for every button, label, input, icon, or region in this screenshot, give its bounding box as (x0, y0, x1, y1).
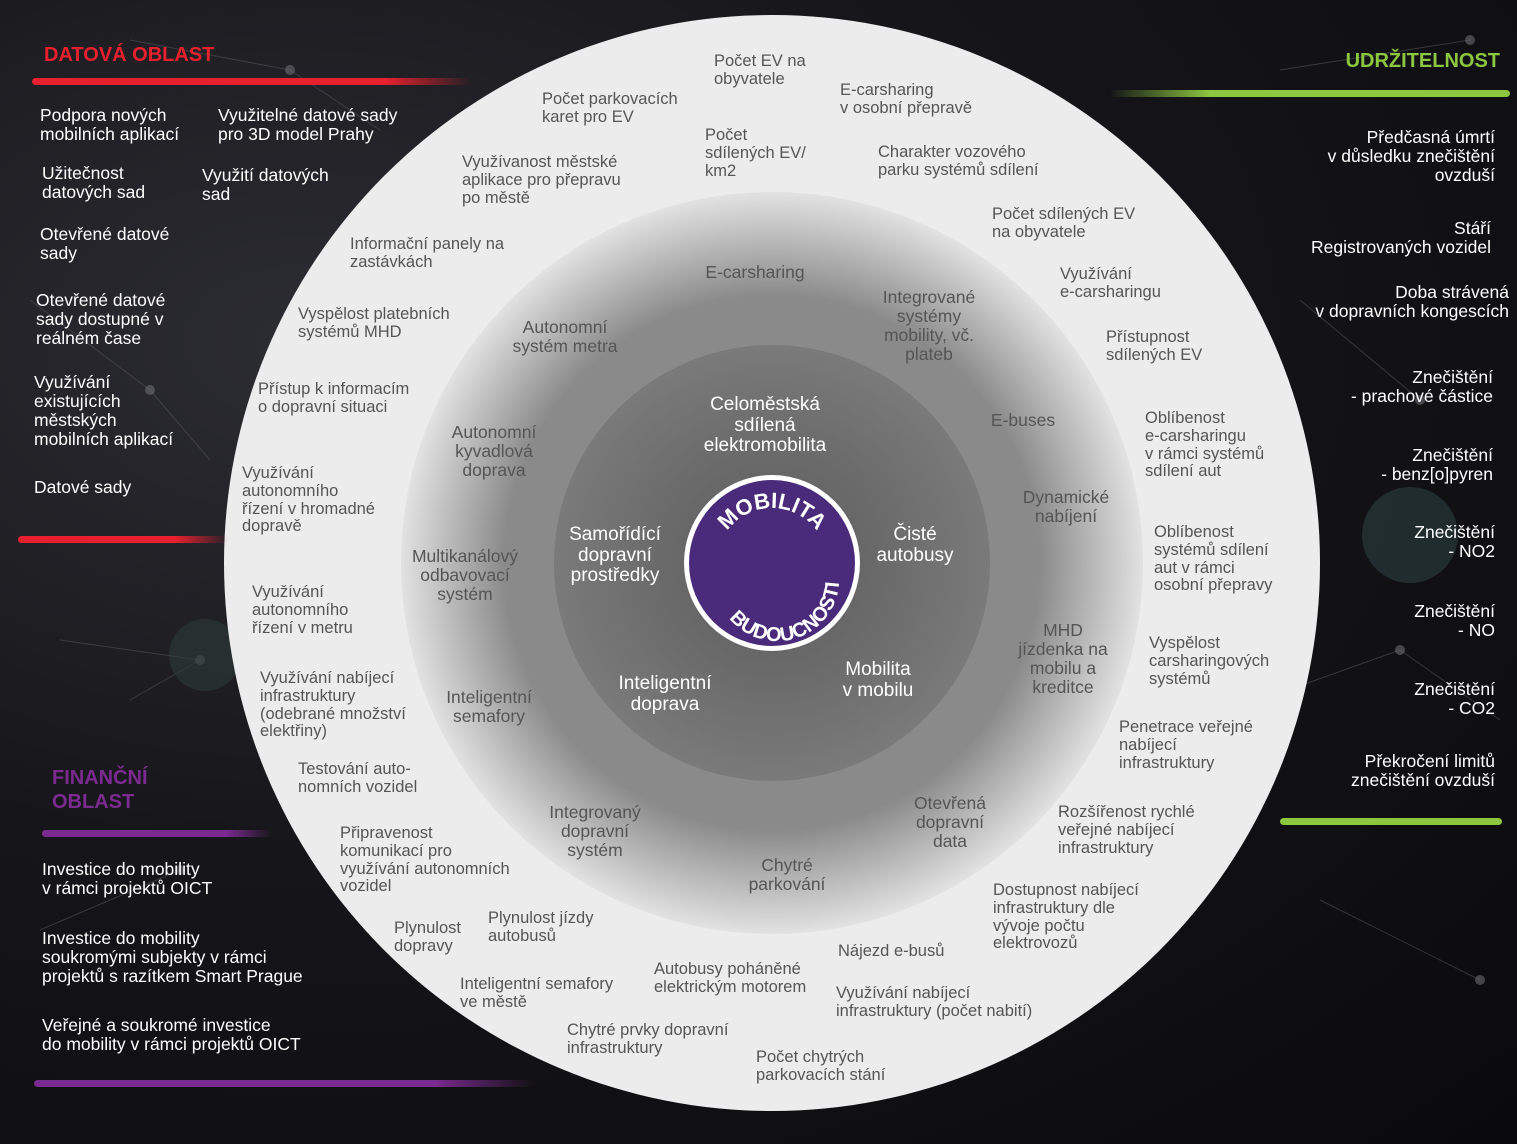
sustainability-item: Znečištění - NO2 (1414, 522, 1495, 561)
outer-ring-label: Využívání nabíjecí infrastruktury (počet… (836, 984, 1033, 1020)
data-area-item: Využitelné datové sady pro 3D model Prah… (218, 105, 398, 144)
outer-ring-label: Počet sdílených EV na obyvatele (992, 205, 1136, 241)
outer-ring-label: Připravenost komunikací pro využívání au… (340, 824, 510, 896)
outer-ring-label: Penetrace veřejné nabíjecí infrastruktur… (1119, 718, 1253, 772)
middle-ring-label: E-buses (990, 410, 1056, 430)
sustainability-item: Doba strávená v dopravních kongescích (1315, 282, 1509, 321)
middle-ring-label: E-carsharing (705, 262, 805, 282)
outer-ring-label: Počet parkovacích karet pro EV (542, 90, 678, 126)
finance-item: Investice do mobility soukromými subjekt… (42, 928, 303, 986)
middle-ring-label: Otevřená dopravní data (914, 793, 986, 851)
data-area-item: Datové sady (34, 477, 132, 497)
outer-ring-label: Plynulost jízdy autobusů (488, 909, 594, 945)
outer-ring-label: Plynulost dopravy (394, 919, 461, 955)
core-circle (689, 480, 855, 646)
middle-ring-label: Autonomní systém metra (512, 317, 618, 356)
heading-finance: FINANČNÍ OBLAST (52, 767, 148, 813)
outer-ring-label: Charakter vozového parku systémů sdílení (878, 143, 1039, 179)
sustainability-item: Stáří Registrovaných vozidel (1311, 218, 1491, 257)
inner-ring-label: Mobilita v mobilu (842, 659, 914, 701)
data-area-item: Užitečnost datových sad (42, 163, 146, 202)
sustainability-item: Znečištění - benz[o]pyren (1381, 445, 1493, 484)
outer-ring-label: Chytré prvky dopravní infrastruktury (567, 1021, 729, 1057)
outer-ring-label: E-carsharing v osobní přepravě (840, 81, 973, 117)
data-area-item: Otevřené datové sady (40, 224, 170, 263)
data-area-item: Podpora nových mobilních aplikací (40, 105, 180, 144)
sustainability-item: Překročení limitů znečištění ovzduší (1351, 751, 1495, 790)
finance-stroke-bottom (34, 1080, 534, 1087)
middle-ring-label: Autonomní kyvadlová doprava (451, 422, 537, 480)
outer-ring-label: Využívání autonomního řízení v hromadné … (242, 464, 375, 536)
outer-ring-label: Testování auto- nomních vozidel (298, 760, 418, 796)
data-area-item: Otevřené datové sady dostupné v reálném … (36, 290, 166, 348)
outer-ring-label: Rozšířenost rychlé veřejné nabíjecí infr… (1058, 803, 1195, 857)
outer-ring-label: Přístupnost sdílených EV (1106, 328, 1203, 364)
middle-ring-label: Inteligentní semafory (446, 687, 532, 726)
middle-ring-label: Integrovaný dopravní systém (549, 802, 641, 860)
outer-ring-label: Počet sdílených EV/ km2 (705, 126, 806, 180)
data-area-stroke-top (32, 78, 472, 85)
outer-ring-label: Využívání e-carsharingu (1060, 265, 1161, 301)
heading-sustainability: UDRŽITELNOST (1345, 50, 1500, 72)
finance-item: Veřejné a soukromé investice do mobility… (42, 1015, 301, 1054)
outer-ring-label: Přístup k informacím o dopravní situaci (258, 380, 410, 416)
middle-ring-label: Integrované systémy mobility, vč. plateb (882, 287, 976, 364)
outer-ring-label: Počet EV na obyvatele (714, 52, 806, 88)
middle-ring-label: Chytré parkování (748, 855, 826, 894)
inner-ring-label: Celoměstská sdílená elektromobilita (703, 394, 827, 457)
middle-ring-label: MHD jízdenka na mobilu a kreditce (1018, 620, 1108, 697)
sustainability-stroke-top (1110, 90, 1510, 97)
data-area-item: Využívání existujících městských mobilní… (34, 372, 174, 449)
inner-ring-label: Inteligentní doprava (618, 673, 712, 715)
sustainability-item: Předčasná úmrtí v důsledku znečištění ov… (1327, 127, 1495, 185)
outer-ring-label: Informační panely na zastávkách (350, 235, 505, 271)
outer-ring-label: Vyspělost platebních systémů MHD (298, 305, 450, 341)
sustainability-item: Znečištění - CO2 (1414, 679, 1495, 718)
outer-ring-label: Inteligentní semafory ve městě (460, 975, 614, 1011)
finance-stroke-top (42, 830, 272, 837)
heading-data-area: DATOVÁ OBLAST (44, 44, 215, 66)
outer-ring-label: Počet chytrých parkovacích stání (756, 1048, 886, 1084)
outer-ring-label: Vyspělost carsharingových systémů (1149, 634, 1270, 688)
sustainability-item: Znečištění - NO (1414, 601, 1495, 640)
sustainability-stroke-bottom (1280, 818, 1502, 825)
sustainability-item: Znečištění - prachové částice (1350, 367, 1493, 406)
data-area-item: Využití datových sad (202, 165, 329, 204)
data-area-stroke-bottom (18, 536, 228, 543)
middle-ring-label: Multikanálový odbavovací systém (411, 546, 519, 604)
outer-ring-label: Oblíbenost systémů sdílení aut v rámci o… (1154, 523, 1273, 595)
outer-ring-label: Využívání autonomního řízení v metru (252, 583, 353, 637)
middle-ring-label: Dynamické nabíjení (1022, 487, 1110, 526)
inner-ring-label: Samořídící dopravní prostředky (569, 524, 661, 587)
outer-ring-label: Autobusy poháněné elektrickým motorem (654, 960, 807, 996)
outer-ring-label: Dostupnost nabíjecí infrastruktury dle v… (993, 881, 1139, 953)
inner-ring-label: Čisté autobusy (876, 524, 954, 566)
outer-ring-label: Nájezd e-busů (838, 942, 945, 960)
finance-item: Investice do mobility v rámci projektů O… (42, 859, 213, 898)
outer-ring-label: Využívanost městské aplikace pro přeprav… (462, 153, 621, 207)
outer-ring-label: Využívání nabíjecí infrastruktury (odebr… (260, 669, 406, 741)
outer-ring-label: Oblíbenost e-carsharingu v rámci systémů… (1145, 409, 1265, 481)
